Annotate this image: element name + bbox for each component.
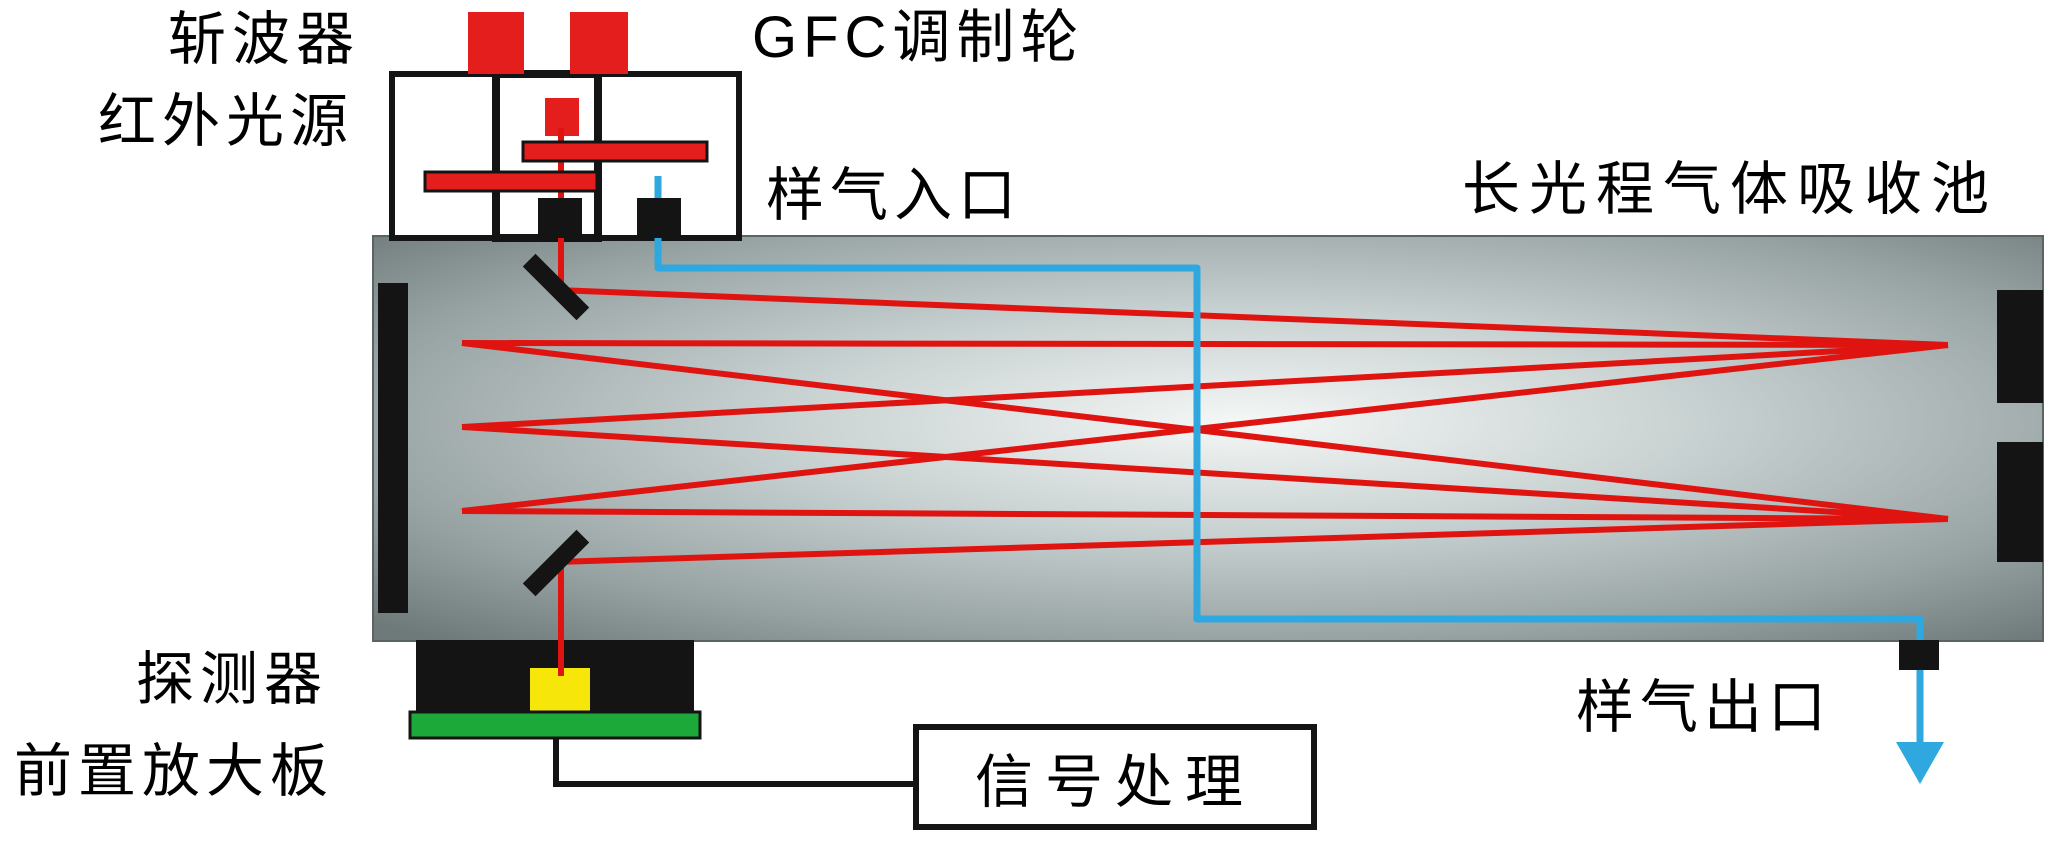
gfc-wheel-edge <box>521 140 709 163</box>
fold-mirror-bottom <box>522 529 590 597</box>
signal-processing-label: 信号处理 <box>974 750 1255 815</box>
detector-label: 探测器 <box>136 647 329 712</box>
beam-segment-4 <box>461 342 1949 430</box>
beam-segment-6 <box>461 342 1949 514</box>
left-mirror <box>378 283 408 613</box>
chopper-label: 斩波器 <box>168 7 361 72</box>
beam-segment-8 <box>556 516 1949 565</box>
absorption-cell-label: 长光程气体吸收池 <box>1462 157 1999 222</box>
preamp-label: 前置放大板 <box>14 739 335 804</box>
right-mirror-top <box>1997 290 2043 403</box>
gfc-motor <box>570 12 628 74</box>
ir-source-label: 红外光源 <box>98 89 355 154</box>
gas-inlet-label: 样气入口 <box>766 163 1023 228</box>
end-mirror-group <box>378 283 2043 613</box>
beam-entry-port <box>538 198 582 238</box>
gas-outlet-port <box>1899 640 1939 670</box>
red-component-group <box>468 12 628 136</box>
port-and-fold-mirror-group <box>522 198 1939 670</box>
beam-segment-5 <box>461 424 1949 522</box>
gfc-wheel-label: GFC调制轮 <box>752 5 1085 70</box>
preamp-board-bar <box>408 710 702 740</box>
beam-segment-2 <box>461 340 1949 348</box>
signal-wire <box>553 738 913 787</box>
chopper-wheel-edge <box>423 170 599 193</box>
gas-inlet-port <box>637 198 681 238</box>
fold-mirror-top <box>522 253 590 321</box>
gas-outlet-arrow <box>1896 742 1944 784</box>
beam-segment-1 <box>556 287 1949 348</box>
signal-processing-box <box>913 724 1317 830</box>
beam-segment-7 <box>461 508 1949 522</box>
chopper-motor <box>468 12 524 74</box>
gas-outlet-label: 样气出口 <box>1576 675 1833 740</box>
wheel-group <box>423 140 709 193</box>
right-mirror-bottom <box>1997 442 2043 562</box>
